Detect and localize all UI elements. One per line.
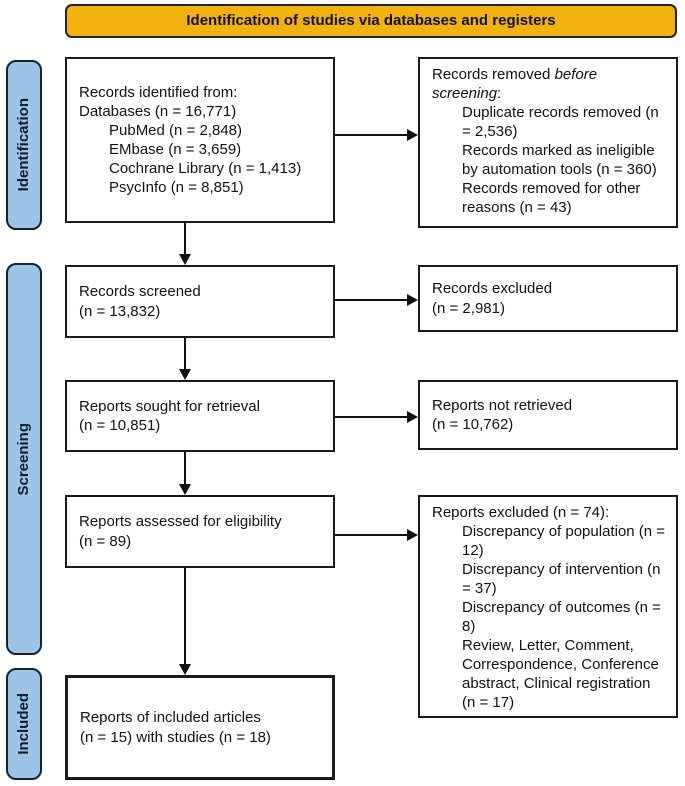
box-records-screened: Records screened (n = 13,832) xyxy=(65,265,335,338)
text-line: (n = 2,981) xyxy=(432,299,505,317)
banner-label: Identification of studies via databases … xyxy=(186,12,556,30)
arrow-assessed-to-included xyxy=(179,568,191,675)
text-line: Discrepancy of outcomes (n = 8) xyxy=(462,599,661,636)
text-segment: : xyxy=(497,85,502,103)
text-line: Review, Letter, Comment, Correspondence,… xyxy=(462,637,659,712)
text-line: Discrepancy of population (n = 12) xyxy=(462,523,666,560)
box-reports-sought: Reports sought for retrieval (n = 10,851… xyxy=(65,380,335,452)
box-records-excluded-text: Records excluded (n = 2,981) xyxy=(420,273,676,323)
text-line: PsycInfo (n = 8,851) xyxy=(109,179,244,197)
stage-screening-label: Screening xyxy=(15,422,33,496)
box-included-reports-text: Reports of included articles (n = 15) wi… xyxy=(68,702,332,752)
arrow-assessed-to-reports-excluded xyxy=(335,529,418,541)
text-line: Reports of included articles xyxy=(80,709,261,727)
text-line: (n = 10,762) xyxy=(432,416,514,433)
box-reports-assessed-text: Reports assessed for eligibility (n = 89… xyxy=(67,506,333,556)
box-reports-excluded: Reports excluded (n = 74): Discrepancy o… xyxy=(418,495,678,718)
box-reports-not-retrieved: Reports not retrieved (n = 10,762) xyxy=(418,380,678,450)
text-line: Reports not retrieved xyxy=(432,396,573,414)
text-line: (n = 89) xyxy=(79,532,132,550)
text-line: Duplicate records removed (n = 2,536) xyxy=(462,104,659,141)
text-segment-italic: before screening xyxy=(432,66,598,103)
text-line: Records excluded xyxy=(432,280,553,298)
box-records-identified-text: Records identified from: Databases (n = … xyxy=(67,77,333,203)
text-line: Reports sought for retrieval xyxy=(79,397,260,415)
text-line: Discrepancy of intervention (n = 37) xyxy=(462,561,661,598)
text-line: (n = 15) with studies (n = 18) xyxy=(80,728,271,746)
arrow-screened-to-excluded xyxy=(335,294,418,306)
text-line: EMbase (n = 3,659) xyxy=(109,141,242,158)
stage-included: Included xyxy=(6,668,42,780)
text-line: (n = 10,851) xyxy=(79,417,161,434)
stage-screening: Screening xyxy=(6,263,42,655)
box-records-removed-text: Records removed before screening: Duplic… xyxy=(420,59,676,223)
records-removed-intro: Records removed before screening: xyxy=(432,65,666,103)
box-included-reports: Reports of included articles (n = 15) wi… xyxy=(65,675,335,780)
arrow-identified-to-screened xyxy=(179,223,191,265)
text-line: Records removed for other reasons (n = 4… xyxy=(462,180,641,217)
arrow-sought-to-not-retrieved xyxy=(335,411,418,423)
text-line: Reports excluded (n = 74): xyxy=(432,504,610,521)
arrow-screened-to-sought xyxy=(179,338,191,380)
banner-identification-via-databases: Identification of studies via databases … xyxy=(65,4,677,38)
text-line: Cochrane Library (n = 1,413) xyxy=(109,160,302,178)
box-reports-not-retrieved-text: Reports not retrieved (n = 10,762) xyxy=(420,390,676,440)
box-records-removed: Records removed before screening: Duplic… xyxy=(418,57,678,228)
text-segment: Records removed xyxy=(432,66,555,83)
arrow-identified-to-removed xyxy=(335,129,418,141)
text-line: (n = 13,832) xyxy=(79,302,161,320)
arrow-sought-to-assessed xyxy=(179,452,191,495)
text-line: Records marked as ineligible by automati… xyxy=(462,142,657,179)
text-line: PubMed (n = 2,848) xyxy=(109,121,243,139)
box-records-excluded: Records excluded (n = 2,981) xyxy=(418,265,678,332)
stage-identification-label: Identification xyxy=(15,98,33,192)
text-line: Databases (n = 16,771) xyxy=(79,102,237,120)
box-records-identified: Records identified from: Databases (n = … xyxy=(65,57,335,223)
text-line: Records identified from: xyxy=(79,83,238,101)
text-line: Reports assessed for eligibility xyxy=(79,513,282,531)
stage-identification: Identification xyxy=(6,60,42,230)
box-reports-assessed: Reports assessed for eligibility (n = 89… xyxy=(65,495,335,568)
text-line: Records screened xyxy=(79,283,201,301)
stage-included-label: Included xyxy=(15,693,33,755)
box-reports-sought-text: Reports sought for retrieval (n = 10,851… xyxy=(67,391,333,441)
box-records-screened-text: Records screened (n = 13,832) xyxy=(67,276,333,326)
box-reports-excluded-text: Reports excluded (n = 74): Discrepancy o… xyxy=(420,497,676,719)
